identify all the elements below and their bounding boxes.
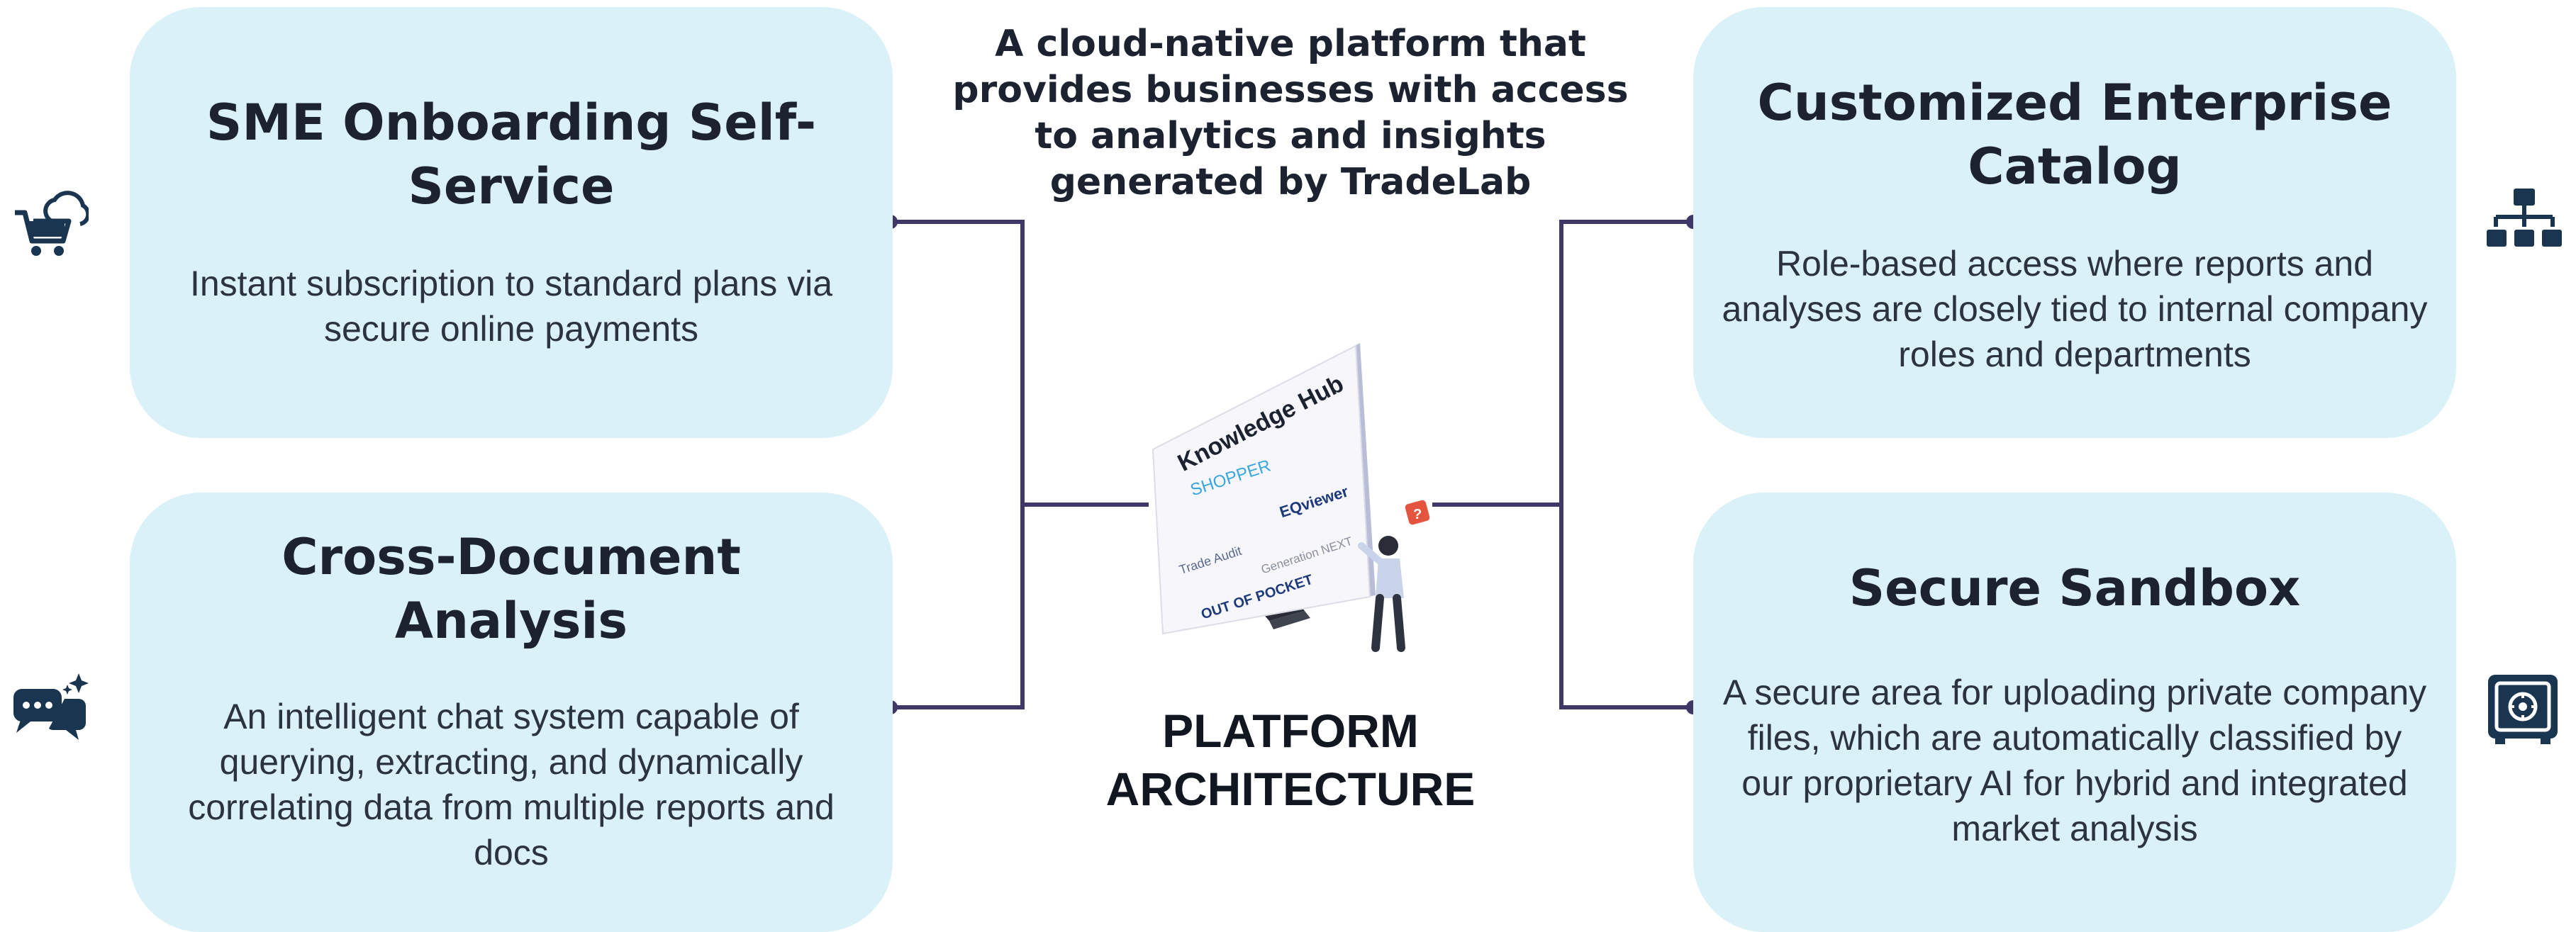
- connector-sandbox: [1559, 505, 1693, 709]
- connector-cross: [891, 505, 1025, 709]
- knowledge-hub-illustration: Knowledge Hub SHOPPER EQviewer Trade Aud…: [1152, 343, 1430, 652]
- platform-intro: A cloud-native platform that provides bu…: [952, 23, 1629, 203]
- chat-sparkle-icon: [13, 673, 89, 740]
- card-title: Customized Enterprise Catalog: [1757, 74, 2392, 196]
- connector-sme: [891, 220, 1149, 507]
- card-sme-onboarding: SME Onboarding Self-Service Instant subs…: [130, 7, 893, 438]
- safe-icon: [2488, 675, 2558, 744]
- platform-architecture-title: PLATFORM ARCHITECTURE: [1105, 704, 1476, 815]
- cloud-cart-icon: [15, 191, 89, 256]
- card-text: An intelligent chat system capable of qu…: [188, 697, 835, 872]
- card-secure-sandbox: Secure Sandbox A secure area for uploadi…: [1693, 493, 2456, 932]
- card-title: Cross-Document Analysis: [281, 528, 741, 650]
- card-cross-document: Cross-Document Analysis An intelligent c…: [130, 493, 893, 932]
- card-title: Secure Sandbox: [1849, 559, 2301, 617]
- card-enterprise-catalog: Customized Enterprise Catalog Role-based…: [1693, 7, 2456, 438]
- card-text: A secure area for uploading private comp…: [1722, 673, 2427, 848]
- card-text: Role-based access where reports and anal…: [1722, 244, 2428, 374]
- hub-question-sign: ?: [1413, 507, 1422, 522]
- connector-catalog: [1432, 220, 1693, 507]
- card-text: Instant subscription to standard plans v…: [189, 264, 833, 349]
- org-chart-icon: [2487, 189, 2562, 247]
- card-title: SME Onboarding Self-Service: [206, 94, 817, 215]
